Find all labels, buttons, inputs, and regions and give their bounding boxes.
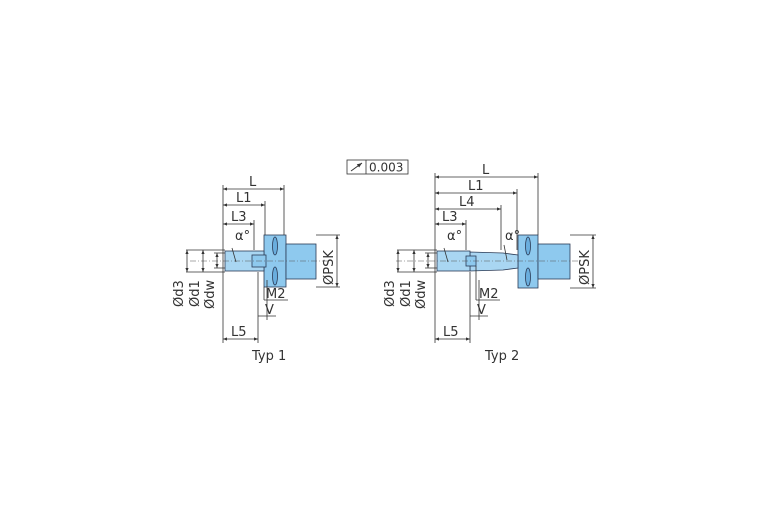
typ2-dim-alpha2: α°: [505, 229, 520, 244]
typ1-caption: Typ 1: [251, 349, 286, 364]
typ2-dim-d1: Ød1: [399, 280, 414, 307]
typ1-drawing: L L1 L3 α° Ød3 Ød1 Ødw ØPSK M2 V L5 Typ …: [172, 175, 340, 364]
tolerance-value: 0.003: [369, 161, 403, 175]
typ1-dim-L: L: [249, 175, 257, 190]
typ2-dim-PSK: ØPSK: [578, 250, 593, 285]
typ1-dim-L1: L1: [236, 191, 252, 206]
runout-arrow-icon: [350, 162, 363, 172]
typ2-dim-L4: L4: [459, 195, 475, 210]
typ2-dim-d3: Ød3: [383, 280, 398, 307]
typ2-dim-L3: L3: [442, 210, 458, 225]
typ2-dim-M2: M2: [479, 287, 499, 302]
typ2-dim-L1: L1: [468, 179, 484, 194]
typ1-dim-d1: Ød1: [188, 280, 203, 307]
typ2-dim-V: V: [477, 303, 486, 318]
typ2-dim-alpha: α°: [447, 229, 462, 244]
typ1-dim-M2: M2: [266, 287, 286, 302]
typ2-dim-dw: Ødw: [414, 280, 429, 309]
typ1-dim-L3: L3: [231, 210, 247, 225]
typ1-dim-V: V: [265, 303, 274, 318]
typ2-drawing: L L1 L4 L3 α° α° Ød3 Ød1 Ødw ØPSK M2 V L…: [383, 163, 596, 364]
typ2-dim-L: L: [482, 163, 490, 178]
typ1-dim-L5: L5: [231, 325, 247, 340]
runout-tolerance-frame: 0.003: [346, 159, 409, 175]
typ1-dim-PSK: ØPSK: [322, 250, 337, 285]
typ2-caption: Typ 2: [484, 349, 519, 364]
typ1-dim-d3: Ød3: [172, 280, 187, 307]
typ2-dim-L5: L5: [443, 325, 459, 340]
typ1-dim-alpha: α°: [235, 229, 250, 244]
typ1-dim-dw: Ødw: [203, 280, 218, 309]
